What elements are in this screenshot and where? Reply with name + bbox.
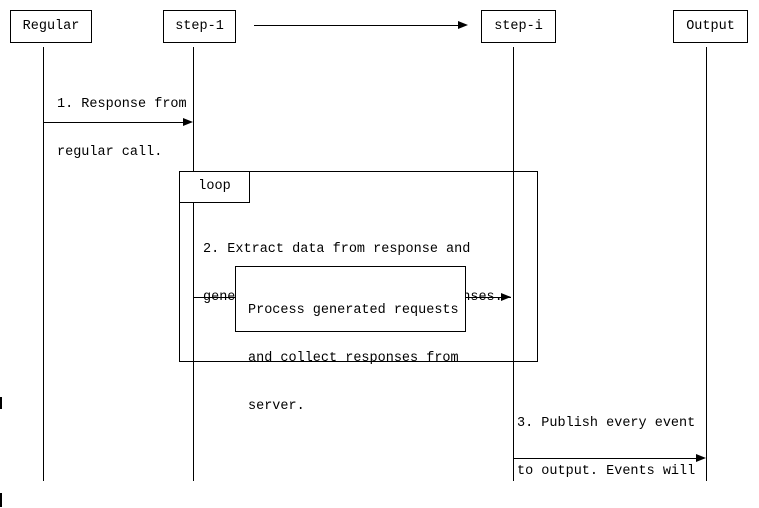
chain-arrowhead <box>458 21 468 29</box>
process-line-2: and collect responses from <box>248 351 459 366</box>
process-arrow-line <box>466 297 511 298</box>
lifeline-regular <box>43 47 44 481</box>
participant-box-regular: Regular <box>10 10 92 43</box>
process-arrowhead <box>501 293 511 301</box>
participant-box-step-1: step-1 <box>163 10 236 43</box>
message-2-line-1: 2. Extract data from response and <box>203 242 471 257</box>
message-3-arrow-line <box>513 458 696 459</box>
lifeline-step-i <box>513 47 514 481</box>
loop-label: loop <box>198 179 231 194</box>
lifeline-step-1 <box>193 47 194 481</box>
process-connector-line <box>193 297 235 298</box>
left-edge-artifact-upper <box>0 397 2 409</box>
process-line-1: Process generated requests <box>248 303 459 318</box>
message-1-label: 1. Response from regular call. <box>57 65 187 193</box>
loop-label-box: loop <box>179 171 250 203</box>
message-1-line-1: 1. Response from <box>57 97 187 112</box>
chain-arrow-line <box>254 25 458 26</box>
loop-fragment-box <box>179 171 538 362</box>
message-3-line-2: to output. Events will <box>517 464 696 479</box>
process-box: Process generated requests and collect r… <box>235 266 466 414</box>
participant-label-regular: Regular <box>22 18 80 34</box>
participant-box-step-i: step-i <box>481 10 556 43</box>
message-3-label: 3. Publish every event to output. Events… <box>517 384 703 508</box>
message-3-line-1: 3. Publish every event <box>517 416 696 431</box>
participant-label-step-1: step-1 <box>175 18 224 34</box>
participant-box-output: Output <box>673 10 748 43</box>
participant-label-step-i: step-i <box>494 18 543 34</box>
message-1-line-2: regular call. <box>57 145 163 160</box>
message-3-arrowhead <box>696 454 706 462</box>
participant-label-output: Output <box>686 18 735 34</box>
message-1-arrowhead <box>183 118 193 126</box>
lifeline-output <box>706 47 707 481</box>
process-line-3: server. <box>248 399 305 414</box>
left-edge-artifact-lower <box>0 493 2 507</box>
message-1-arrow-line <box>43 122 183 123</box>
